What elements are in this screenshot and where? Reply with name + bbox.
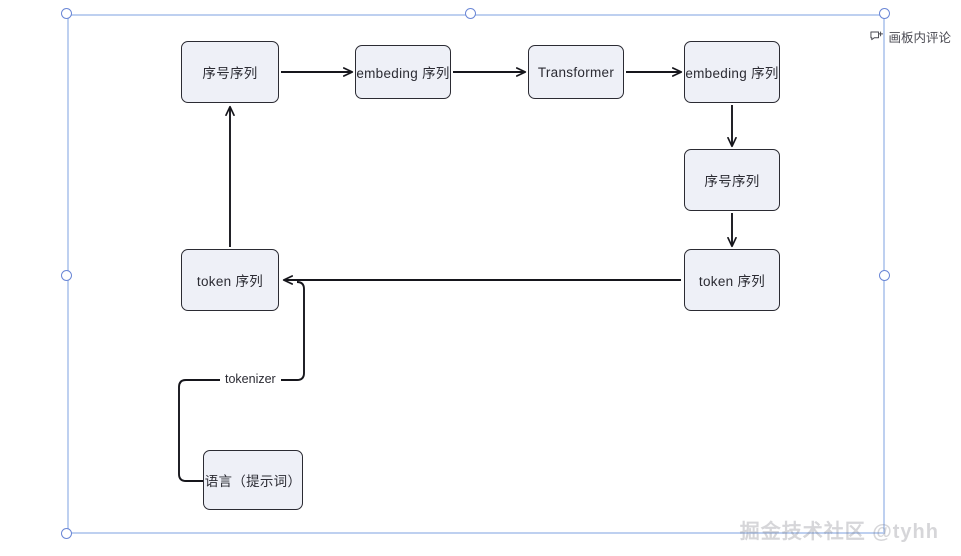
node-label: embeding 序列 [356,66,450,81]
edge-label-tokenizer[interactable]: tokenizer [220,372,281,386]
node-token-right[interactable]: token 序列 [684,249,780,311]
board-comment-label: 画板内评论 [888,31,951,45]
node-label: token 序列 [196,274,264,289]
node-label: embeding 序列 [685,66,779,81]
handle-middle-left[interactable] [61,270,72,281]
node-embeding-left[interactable]: embeding 序列 [355,45,451,99]
handle-top-right[interactable] [879,8,890,19]
board-comment-button[interactable]: 画板内评论 [870,27,951,46]
handle-top-left[interactable] [61,8,72,19]
node-label: token 序列 [698,274,766,289]
node-embeding-right[interactable]: embeding 序列 [684,41,780,103]
node-label: 语言（提示词） [204,474,302,489]
edge-prompt-to-tokenleft [178,281,305,482]
edge-label-text: tokenizer [225,372,276,386]
node-label: Transformer [537,64,615,80]
node-seq-num-top[interactable]: 序号序列 [181,41,279,103]
node-seq-num-right[interactable]: 序号序列 [684,149,780,211]
node-transformer[interactable]: Transformer [528,45,624,99]
node-token-left[interactable]: token 序列 [181,249,279,311]
handle-top-center[interactable] [465,8,476,19]
handle-middle-right[interactable] [879,270,890,281]
node-label: 序号序列 [704,174,760,189]
comment-plus-icon [870,30,884,43]
handle-bottom-left[interactable] [61,528,72,539]
node-label: 序号序列 [202,66,258,81]
node-prompt[interactable]: 语言（提示词） [203,450,303,510]
watermark: 掘金技术社区 @tyhh [739,521,939,543]
